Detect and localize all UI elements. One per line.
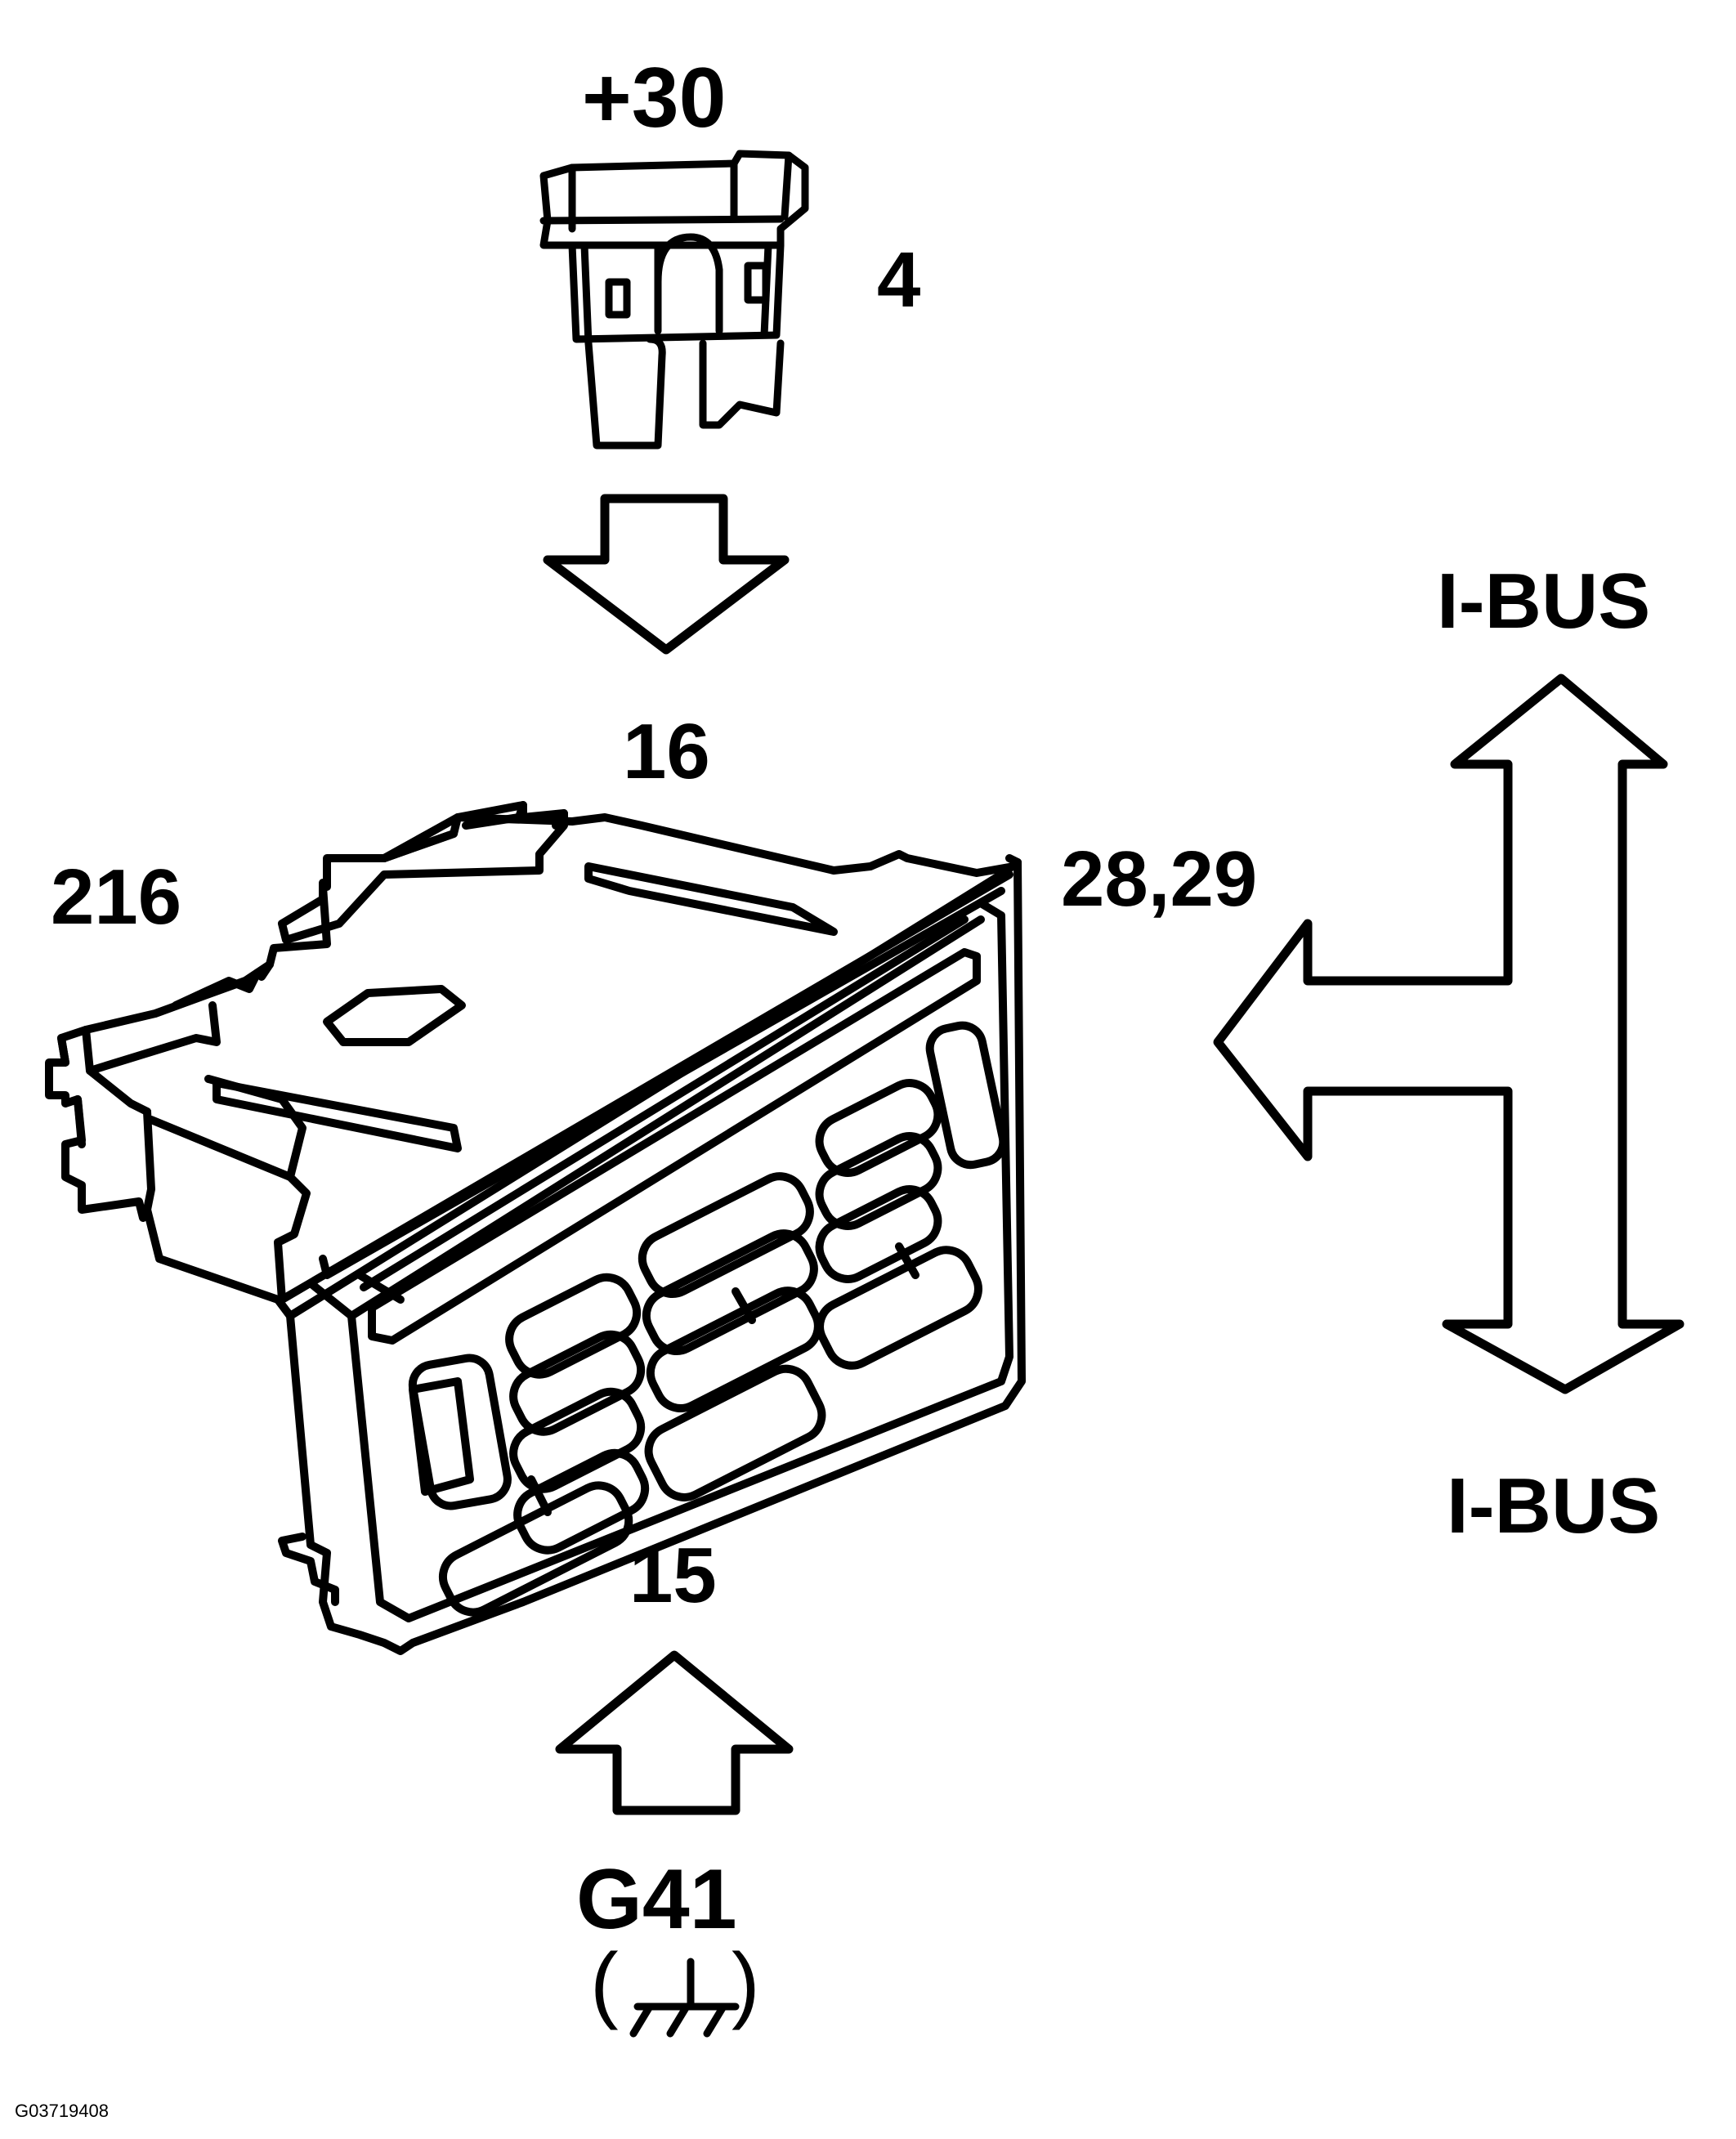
ground-arrow-up-icon [555,1650,794,1815]
connector-label: 216 [51,853,182,941]
ground-paren-open: ( [590,1936,619,2031]
fuse-supply-label: +30 [582,51,727,145]
climate-control-panel-icon [45,801,1026,1655]
bus-arrow-icon [1213,673,1685,1394]
blade-fuse-icon [539,150,809,450]
ground-paren-close: ) [732,1936,760,2031]
figure-id: G03719408 [15,2101,109,2121]
ground-symbol-icon [629,1958,740,2038]
supply-arrow-down-icon [543,494,790,655]
pin-bus-label: 28,29 [1061,835,1258,923]
pin-supply-label: 16 [623,708,710,795]
bus-top-label: I-BUS [1437,557,1651,645]
bus-bottom-label: I-BUS [1447,1462,1661,1550]
pin-ground-label: 15 [629,1532,717,1619]
ground-point-label: G41 [576,1852,737,1947]
fuse-number-label: 4 [877,236,921,324]
